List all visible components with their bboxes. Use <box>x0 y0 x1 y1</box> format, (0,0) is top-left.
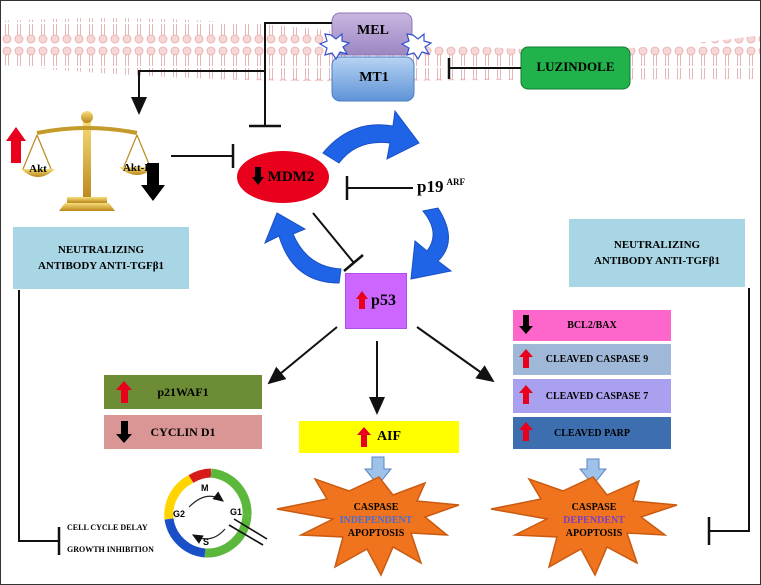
p21-label: p21WAF1 <box>157 384 209 399</box>
mel-label: MEL <box>357 23 389 38</box>
parp-label: CLEAVED PARP <box>553 427 631 439</box>
apoptosis-right-line1: CASPASE <box>571 502 617 513</box>
mt1-block <box>331 56 415 102</box>
starburst-left <box>318 32 351 61</box>
neutralizing-right-line2: ANTIBODY ANTI-TGFβ1 <box>593 255 721 267</box>
down-arrow-cyclin <box>116 421 132 443</box>
phase-s-label: S <box>203 537 210 547</box>
akt-p-label: Akt-P <box>122 162 152 174</box>
cyclin-box: CYCLIN D1 <box>104 415 262 449</box>
up-arrow-akt <box>6 127 26 165</box>
starburst-caspase-independent <box>276 476 460 577</box>
down-arrow-bcl2 <box>519 315 533 335</box>
down-arrow-mdm2 <box>251 167 264 187</box>
phase-g1-label: G1 <box>230 507 243 517</box>
p53-node: p53 <box>345 273 407 329</box>
blue-arrow-right <box>410 207 453 280</box>
blue-arrow-left <box>264 212 342 284</box>
apoptosis-independent-text: CASPASE INDEPENDENT APOPTOSIS <box>321 501 431 540</box>
cell-cycle-delay-label: CELL CYCLE DELAY <box>67 523 148 532</box>
mel-block <box>331 12 413 56</box>
phase-g2-label: G2 <box>173 509 186 519</box>
cell-cycle-ring <box>164 468 252 558</box>
casp7-box: CLEAVED CASPASE 7 <box>513 379 671 413</box>
starburst-right <box>400 32 433 61</box>
apoptosis-right-line3: APOPTOSIS <box>565 528 623 539</box>
aif-label: AIF <box>376 429 402 444</box>
casp9-box: CLEAVED CASPASE 9 <box>513 344 671 375</box>
akt-label: Akt <box>29 163 47 175</box>
neutralizing-antibody-right: NEUTRALIZING ANTIBODY ANTI-TGFβ1 <box>569 219 745 287</box>
apoptosis-left-line2: INDEPENDENT <box>339 515 413 526</box>
apoptosis-dependent-text: CASPASE DEPENDENT APOPTOSIS <box>539 501 649 540</box>
up-arrow-aif <box>356 427 371 447</box>
luzindole-label: LUZINDOLE <box>536 59 615 74</box>
up-arrow-p21 <box>116 381 132 403</box>
bcl2-label: BCL2/BAX <box>567 320 617 331</box>
phase-m-label: M <box>201 483 209 493</box>
apoptosis-left-line1: CASPASE <box>353 502 399 513</box>
p21-box: p21WAF1 <box>104 375 262 409</box>
neutralizing-antibody-left: NEUTRALIZING ANTIBODY ANTI-TGFβ1 <box>13 227 189 289</box>
growth-inhibition-label: GROWTH INHIBITION <box>67 545 154 554</box>
neutralizing-left-line1: NEUTRALIZING <box>57 244 145 256</box>
parp-box: CLEAVED PARP <box>513 417 671 449</box>
akt-balance-scale <box>21 111 155 211</box>
p19-text: p19 <box>417 177 444 196</box>
casp9-label: CLEAVED CASPASE 9 <box>545 354 649 365</box>
apoptosis-left-line3: APOPTOSIS <box>347 528 405 539</box>
up-arrow-casp9 <box>519 349 533 369</box>
bcl2-box: BCL2/BAX <box>513 310 671 341</box>
p19-superscript: ARF <box>446 177 465 188</box>
blue-arrow-top <box>322 109 420 164</box>
aif-box: AIF <box>299 421 459 453</box>
starburst-caspase-dependent <box>490 476 678 577</box>
up-arrow-casp7 <box>519 385 533 405</box>
apoptosis-right-line2: DEPENDENT <box>563 515 625 526</box>
up-arrow-p53 <box>356 291 369 311</box>
neutralizing-left-line2: ANTIBODY ANTI-TGFβ1 <box>37 260 165 272</box>
mdm2-label: MDM2 <box>267 168 315 185</box>
p53-label: p53 <box>371 292 396 309</box>
mt1-label: MT1 <box>359 70 389 85</box>
casp7-label: CLEAVED CASPASE 7 <box>545 390 649 402</box>
cyclin-label: CYCLIN D1 <box>150 424 216 439</box>
down-arrow-akt-p <box>141 163 165 203</box>
up-arrow-parp <box>519 422 533 442</box>
mdm2-node: MDM2 <box>237 151 329 203</box>
neutralizing-right-line1: NEUTRALIZING <box>613 239 701 251</box>
